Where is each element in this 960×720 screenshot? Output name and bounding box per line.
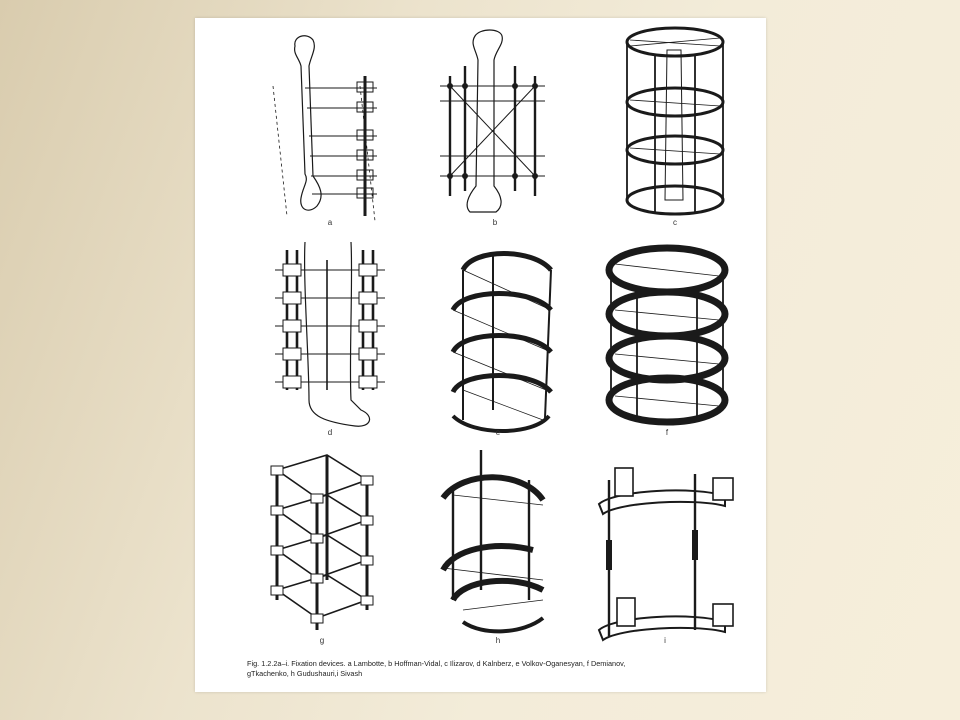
- caption-line-1: Fig. 1.2.2a–i. Fixation devices. a Lambo…: [247, 659, 626, 668]
- panel-label-g: g: [319, 636, 325, 645]
- illustration-h: [440, 450, 546, 634]
- figure-caption: Fig. 1.2.2a–i. Fixation devices. a Lambo…: [247, 659, 759, 679]
- panel-f: f: [597, 240, 737, 440]
- panel-i: i: [595, 450, 740, 650]
- panel-d: d: [265, 240, 395, 440]
- panel-label-c: c: [673, 218, 677, 227]
- illustration-e: [450, 251, 553, 433]
- panel-label-a: a: [327, 218, 333, 227]
- illustration-b: [440, 29, 545, 213]
- panel-b: b: [430, 26, 560, 227]
- panel-label-i: i: [664, 636, 666, 645]
- panel-g: g: [267, 450, 387, 650]
- illustration-g: [270, 454, 374, 630]
- illustration-i: [597, 467, 734, 642]
- panel-c: c: [615, 20, 735, 227]
- figure-sheet: a: [195, 18, 766, 692]
- illustration-c: [625, 26, 725, 216]
- panel-label-f: f: [665, 428, 669, 437]
- illustration-f: [605, 244, 729, 426]
- panel-e: e: [433, 240, 563, 440]
- panel-label-b: b: [492, 218, 498, 227]
- illustration-a: [272, 35, 377, 222]
- panel-label-h: h: [495, 636, 501, 645]
- panel-label-e: e: [495, 428, 501, 437]
- caption-line-2: gTkachenko, h Gudushauri,i Sivash: [247, 669, 363, 678]
- panel-label-d: d: [327, 428, 333, 437]
- panel-h: h: [433, 450, 563, 650]
- illustration-d: [275, 241, 385, 427]
- panel-a: a: [265, 26, 395, 227]
